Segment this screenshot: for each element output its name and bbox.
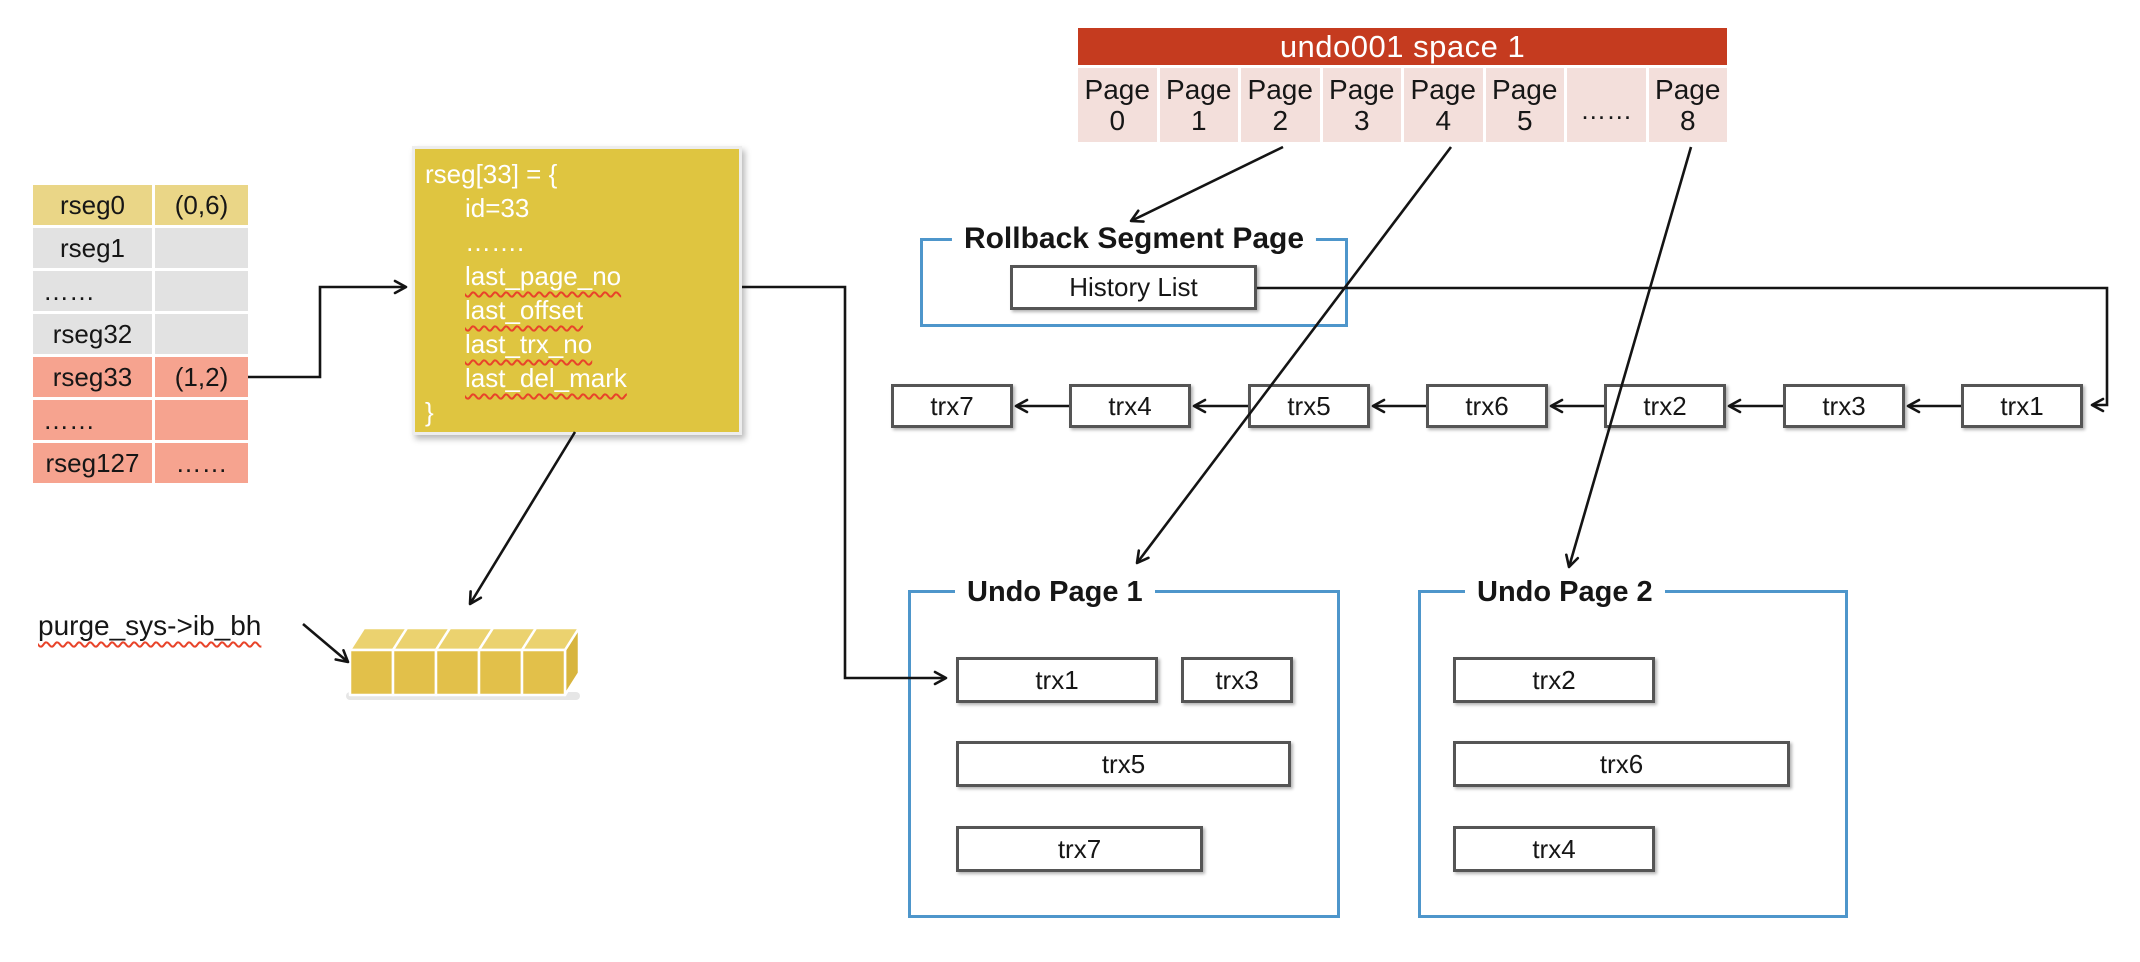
- rollback-segment-page-box: Rollback Segment Page History List: [920, 219, 1348, 327]
- rseg-row-2-name: ……: [33, 271, 152, 311]
- page-cell-number: 8: [1679, 105, 1696, 136]
- struct-line-text: last_offset: [465, 295, 584, 325]
- undo-page-1-item-trx3: trx3: [1181, 657, 1293, 703]
- rseg33-struct-box: rseg[33] = { id=33 ……. last_page_no last_off…: [412, 146, 742, 435]
- undo-page-2-item-trx2: trx2: [1453, 657, 1655, 703]
- struct-line-text: }: [425, 397, 434, 427]
- trx-chain-box-trx3: trx3: [1783, 384, 1905, 428]
- rseg-row-2-value: [155, 271, 248, 311]
- struct-line-5: last_trx_no: [425, 327, 739, 361]
- undo-space-title: undo001 space 1: [1078, 28, 1727, 65]
- history-list-box: History List: [1010, 265, 1257, 310]
- purge-sys-label: purge_sys->ib_bh: [38, 610, 262, 641]
- undo-page-1-item-trx7: trx7: [956, 826, 1203, 872]
- rseg-row-0-name: rseg0: [33, 185, 152, 225]
- trx-chain-box-trx6: trx6: [1426, 384, 1548, 428]
- rseg-row-4-name: rseg33: [33, 357, 152, 397]
- rseg-row-0-value: (0,6): [155, 185, 248, 225]
- struct-line-text: last_del_mark: [465, 363, 627, 393]
- page-cell-number: 2: [1272, 105, 1289, 136]
- rseg-row-5-name: ……: [33, 400, 152, 440]
- struct-line-text: id=33: [465, 193, 530, 223]
- undo-page-1-box: Undo Page 1 trx1 trx3 trx5 trx7: [908, 572, 1340, 918]
- undo-page-2-item-trx6: trx6: [1453, 741, 1790, 787]
- struct-line-2: …….: [425, 225, 739, 259]
- undo-page-1-item-trx1: trx1: [956, 657, 1158, 703]
- page-cell-label: Page: [1247, 74, 1313, 105]
- page-cell-label: Page: [1492, 74, 1558, 105]
- rseg-row-3-value: [155, 314, 248, 354]
- rseg-row-1-value: [155, 228, 248, 268]
- arrow-struct-to-cubes: [468, 431, 577, 606]
- arrow-page2-to-rollback-page: [1129, 145, 1284, 223]
- trx-chain-box-trx4: trx4: [1069, 384, 1191, 428]
- arrow-rseg33-to-struct: [248, 279, 408, 379]
- struct-line-3: last_page_no: [425, 259, 739, 293]
- page-cell-number: 3: [1353, 105, 1370, 136]
- undo-page-1-item-trx5: trx5: [956, 741, 1291, 787]
- page-cell-number: 1: [1190, 105, 1207, 136]
- rseg-row-1-name: rseg1: [33, 228, 152, 268]
- struct-line-text: …….: [465, 227, 525, 257]
- rseg-row-5-value: [155, 400, 248, 440]
- struct-line-4: last_offset: [425, 293, 739, 327]
- trx-chain-box-trx2: trx2: [1604, 384, 1726, 428]
- arrow-page4-to-undo-page1: [1135, 146, 1453, 565]
- undo-page-1-title: Undo Page 1: [955, 572, 1155, 612]
- page-cell-label: Page: [1329, 74, 1395, 105]
- struct-line-0: rseg[33] = {: [425, 157, 739, 191]
- undo-page-2-title: Undo Page 2: [1465, 572, 1665, 612]
- struct-line-6: last_del_mark: [425, 361, 739, 395]
- rseg-row-6-name: rseg127: [33, 443, 152, 483]
- rseg-row-3-name: rseg32: [33, 314, 152, 354]
- rseg-row-6-value: ……: [155, 443, 248, 483]
- page-cell-number: 4: [1435, 105, 1452, 136]
- priority-queue-cubes: [346, 626, 581, 700]
- arrow-page8-to-undo-page2: [1565, 146, 1693, 569]
- page-cell-label: Page: [1655, 74, 1721, 105]
- struct-line-text: rseg[33] = {: [425, 159, 558, 189]
- trx-chain-box-trx5: trx5: [1248, 384, 1370, 428]
- undo-page-2-box: Undo Page 2 trx2 trx6 trx4: [1418, 572, 1848, 918]
- trx-chain-box-trx1: trx1: [1961, 384, 2083, 428]
- page-cell-number: 0: [1109, 105, 1126, 136]
- page-cell-ellipsis: ……: [1580, 95, 1633, 125]
- undo-page-2-item-trx4: trx4: [1453, 826, 1655, 872]
- page-cell-6: ……: [1567, 68, 1646, 142]
- struct-line-text: last_page_no: [465, 261, 622, 291]
- page-cell-label: Page: [1084, 74, 1150, 105]
- struct-line-text: last_trx_no: [465, 329, 593, 359]
- page-cell-number: 5: [1516, 105, 1533, 136]
- rseg-row-4-value: (1,2): [155, 357, 248, 397]
- page-cell-label: Page: [1166, 74, 1232, 105]
- page-cell-label: Page: [1410, 74, 1476, 105]
- rollback-segment-page-title: Rollback Segment Page: [951, 219, 1317, 259]
- struct-line-1: id=33: [425, 191, 739, 225]
- trx-chain-box-trx7: trx7: [891, 384, 1013, 428]
- struct-line-7: }: [425, 395, 739, 429]
